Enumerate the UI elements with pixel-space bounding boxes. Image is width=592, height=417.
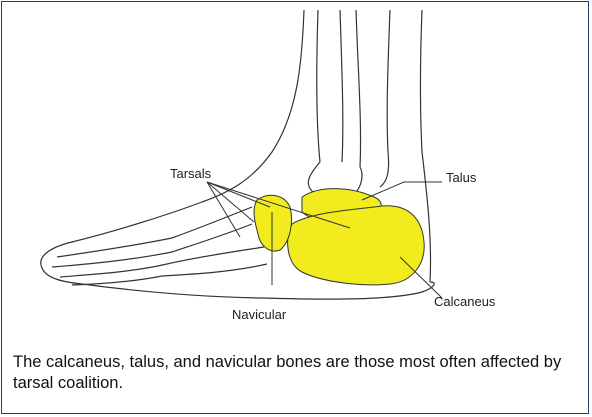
label-tarsals: Tarsals [170,166,212,181]
highlighted-bones [254,189,424,285]
label-calcaneus: Calcaneus [434,294,496,309]
foot-illustration: Tarsals Talus Navicular Calcaneus [2,2,590,342]
label-navicular: Navicular [232,307,287,322]
calcaneus-bone [288,206,425,285]
label-talus: Talus [446,170,477,185]
figure-caption: The calcaneus, talus, and navicular bone… [13,352,583,394]
